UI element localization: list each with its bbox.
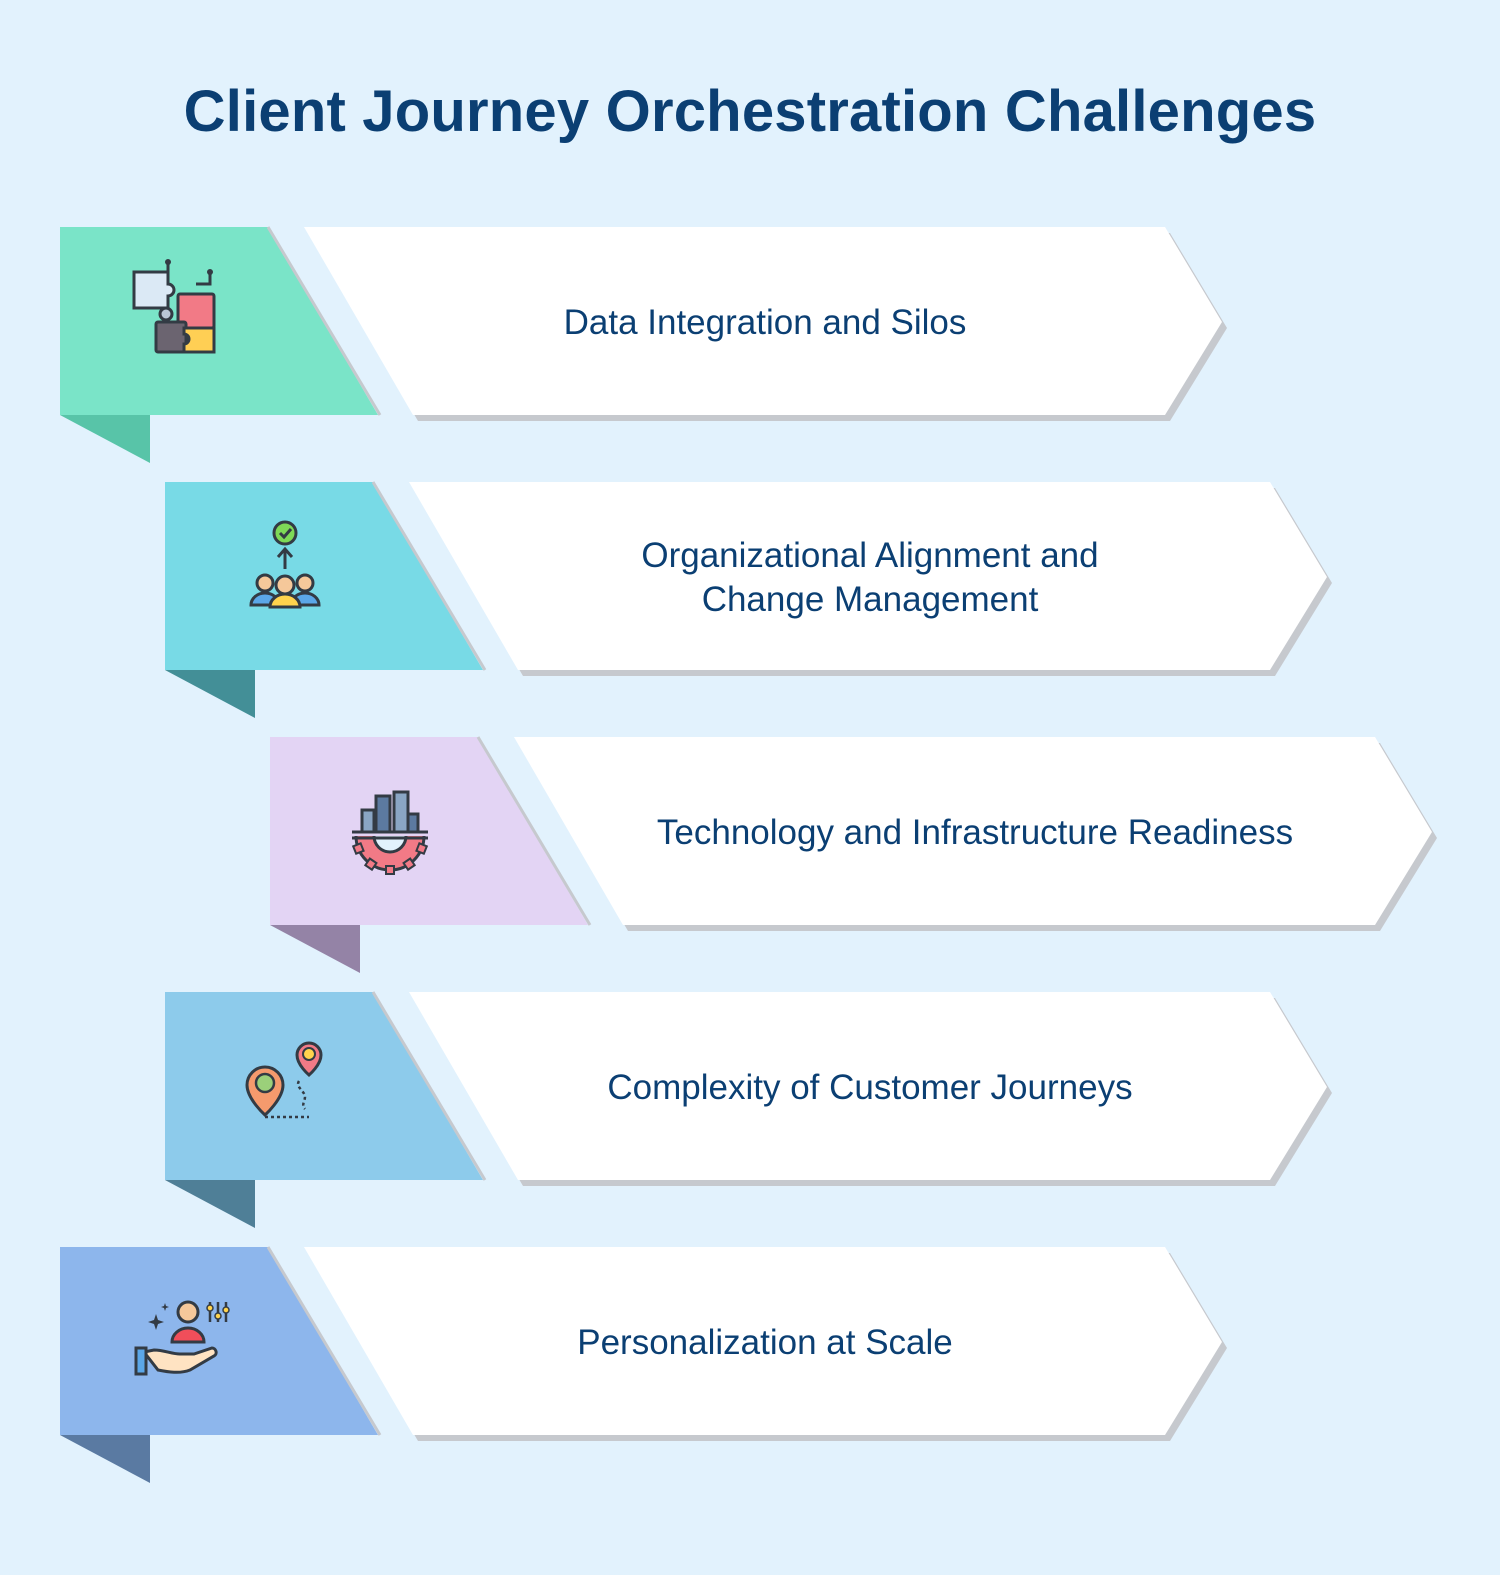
tab-edge-shadow <box>476 736 592 926</box>
challenge-label: Personalization at Scale <box>577 1323 953 1362</box>
label-card <box>409 992 1327 1180</box>
challenge-label: Complexity of Customer Journeys <box>607 1068 1132 1107</box>
team-growth-icon <box>249 520 321 609</box>
label-card <box>514 737 1432 925</box>
page-title: Client Journey Orchestration Challenges <box>183 79 1317 144</box>
label-card <box>409 482 1327 670</box>
city-gear-icon <box>351 790 429 875</box>
color-tab <box>60 1247 378 1435</box>
tab-edge-shadow <box>266 226 382 416</box>
puzzle-pieces-icon <box>132 259 216 354</box>
fold-shadow <box>60 1435 150 1483</box>
color-tab <box>165 992 483 1180</box>
personalization-hand-icon <box>134 1300 230 1376</box>
fold-shadow <box>270 925 360 973</box>
fold-shadow <box>165 670 255 718</box>
challenge-item: Technology and Infrastructure Readiness <box>270 736 1437 973</box>
fold-shadow <box>60 415 150 463</box>
challenge-item: Data Integration and Silos <box>60 226 1227 463</box>
challenge-label: Change Management <box>702 580 1039 619</box>
tab-edge-shadow <box>371 991 487 1181</box>
challenge-label: Data Integration and Silos <box>564 303 967 342</box>
fold-shadow <box>165 1180 255 1228</box>
tab-edge-shadow <box>266 1246 382 1436</box>
label-card <box>304 227 1222 415</box>
label-card <box>304 1247 1222 1435</box>
challenge-item: Complexity of Customer Journeys <box>165 991 1332 1228</box>
journey-map-icon <box>245 1041 323 1119</box>
challenge-label: Organizational Alignment and <box>641 536 1098 575</box>
tab-edge-shadow <box>371 481 487 671</box>
challenge-item: Personalization at Scale <box>60 1246 1227 1483</box>
color-tab <box>165 482 483 670</box>
challenge-label: Technology and Infrastructure Readiness <box>657 813 1293 852</box>
color-tab <box>270 737 588 925</box>
